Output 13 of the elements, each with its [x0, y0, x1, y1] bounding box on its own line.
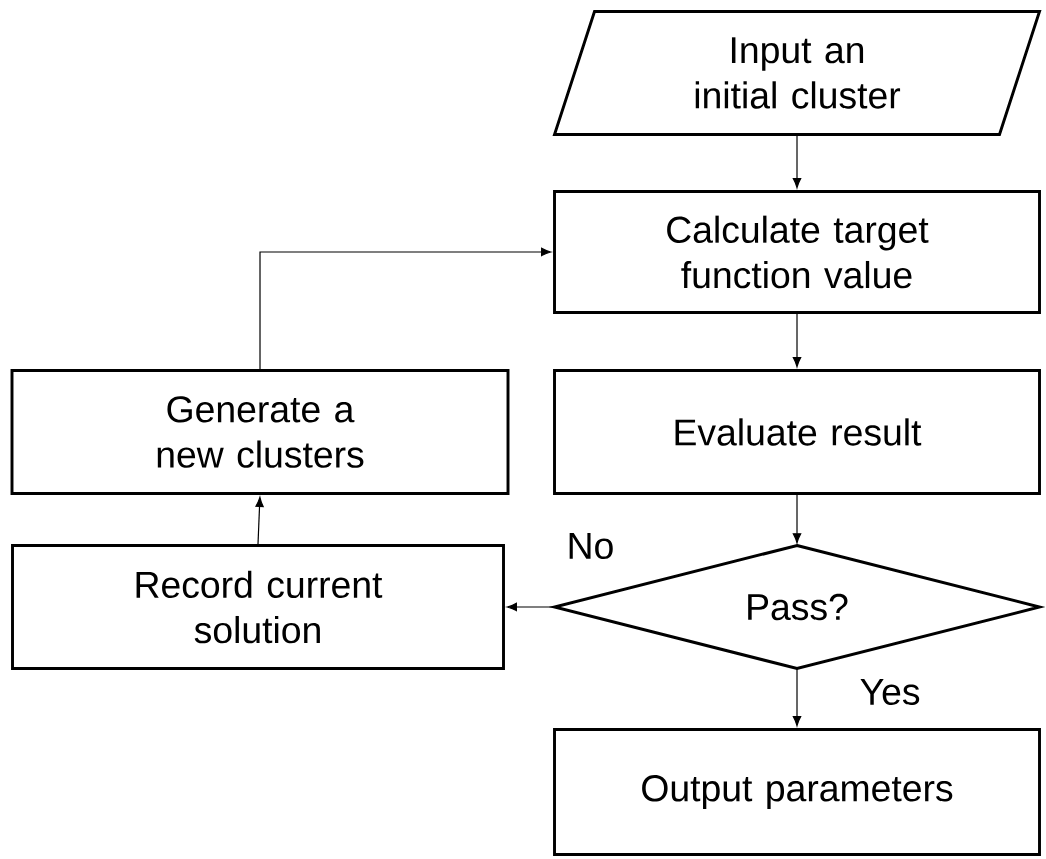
process-box: Calculate target function value	[553, 190, 1041, 314]
process-box: Evaluate result	[553, 369, 1041, 495]
arrow	[506, 602, 555, 612]
process-box: Output parameters	[553, 728, 1041, 856]
arrow	[792, 494, 802, 544]
arrow	[259, 247, 552, 370]
process-box: Generate a new clusters	[10, 369, 510, 495]
arrow	[792, 134, 802, 189]
process-box: Record current solution	[11, 544, 505, 670]
arrow	[792, 313, 802, 368]
arrow	[792, 668, 802, 727]
arrow	[255, 496, 264, 545]
edge-label: Yes	[858, 677, 922, 707]
